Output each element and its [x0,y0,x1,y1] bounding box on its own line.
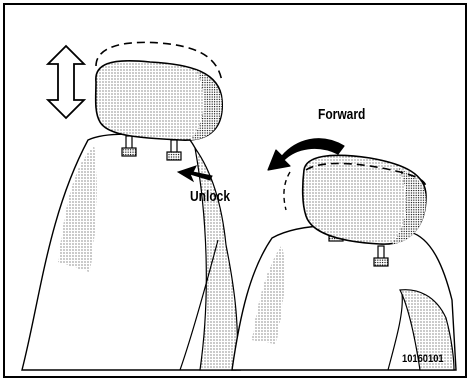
unlock-label: Unlock [190,188,231,205]
left-headrest [94,41,223,141]
arrow-left-icon [176,165,213,183]
right-headrest [283,154,427,245]
left-seat-back [21,133,241,371]
forward-label: Forward [318,106,366,123]
curved-arrow-icon [267,138,345,171]
figure-code: 10160101 [402,353,444,365]
up-down-arrow-icon [45,44,87,120]
right-seat-back [231,224,457,371]
